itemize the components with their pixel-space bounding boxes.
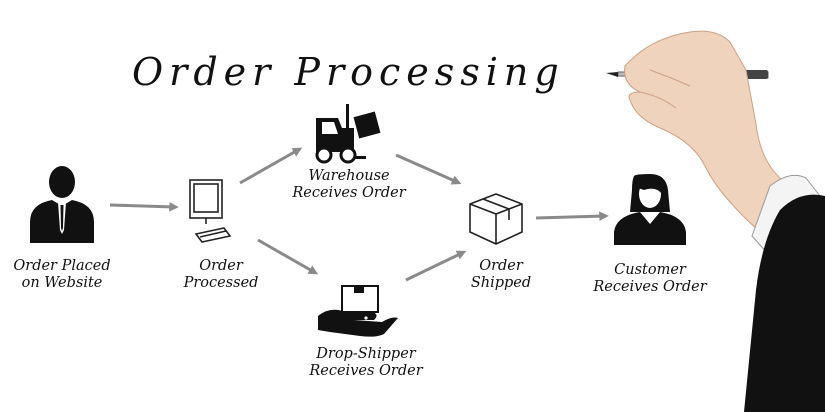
diagram-title: Order Processing [132, 50, 565, 94]
arrow-shipped-to-customer [535, 211, 609, 221]
label-line: Order [479, 258, 523, 274]
label-line: on Website [21, 275, 103, 291]
computer-icon [189, 179, 232, 243]
label-line: Warehouse [308, 168, 390, 184]
woman-icon [614, 174, 686, 245]
arrow-processed-to-dropshipper [257, 238, 319, 275]
arrow-dropshipper-to-shipped [405, 250, 467, 282]
label-order-placed: Order Placed on Website [0, 258, 124, 292]
arrow-warehouse-to-shipped [395, 153, 462, 185]
label-warehouse: Warehouse Receives Order [284, 168, 414, 202]
label-line: Customer [614, 262, 686, 278]
label-order-shipped: Order Shipped [456, 258, 546, 292]
arrow-placed-to-processed [109, 202, 179, 212]
label-customer: Customer Receives Order [580, 262, 720, 296]
label-line: Drop-Shipper [316, 346, 416, 362]
label-line: Receives Order [593, 279, 707, 295]
label-line: Processed [183, 275, 259, 291]
edge-arrows [109, 147, 609, 282]
label-drop-shipper: Drop-Shipper Receives Order [296, 346, 436, 380]
label-line: Order Placed [13, 258, 111, 274]
forklift-icon [315, 104, 381, 164]
businessman-icon [30, 166, 94, 243]
hand-box-icon [318, 285, 398, 337]
label-line: Order [199, 258, 243, 274]
arrow-processed-to-warehouse [239, 147, 303, 185]
label-line: Shipped [470, 275, 532, 291]
label-line: Receives Order [292, 185, 406, 201]
pen-hand-illustration [606, 30, 825, 412]
label-line: Receives Order [309, 363, 423, 379]
label-order-processed: Order Processed [166, 258, 276, 292]
box-icon [469, 193, 523, 245]
